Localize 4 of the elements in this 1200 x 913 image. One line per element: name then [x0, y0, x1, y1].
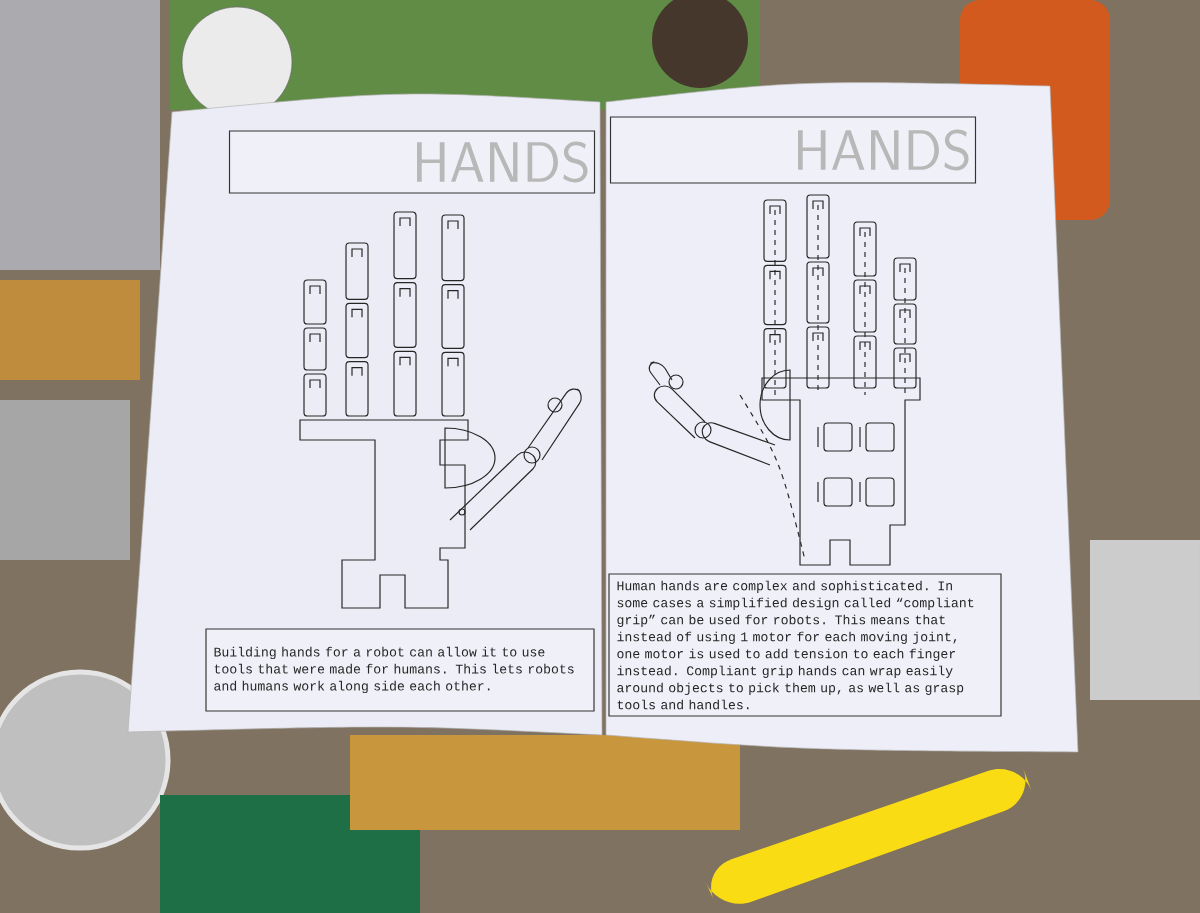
title-box: HANDS — [609, 116, 977, 184]
text-box: Human hands are complex and sophisticated. In some cases a simplified design called “compliant grip” can be used for robots. This means that instead of using 1 motor for each moving joint, one motor is used to add tension to each finger instead. Compliant grip hands can wrap easily around objects to pick them up, as well as grasp tools and handles. — [608, 573, 1002, 717]
title-box: HANDS — [228, 130, 596, 194]
text-box: Building hands for a robot can allow it to use tools that were made for humans. This lets robots and humans work along side each other. — [205, 628, 595, 712]
